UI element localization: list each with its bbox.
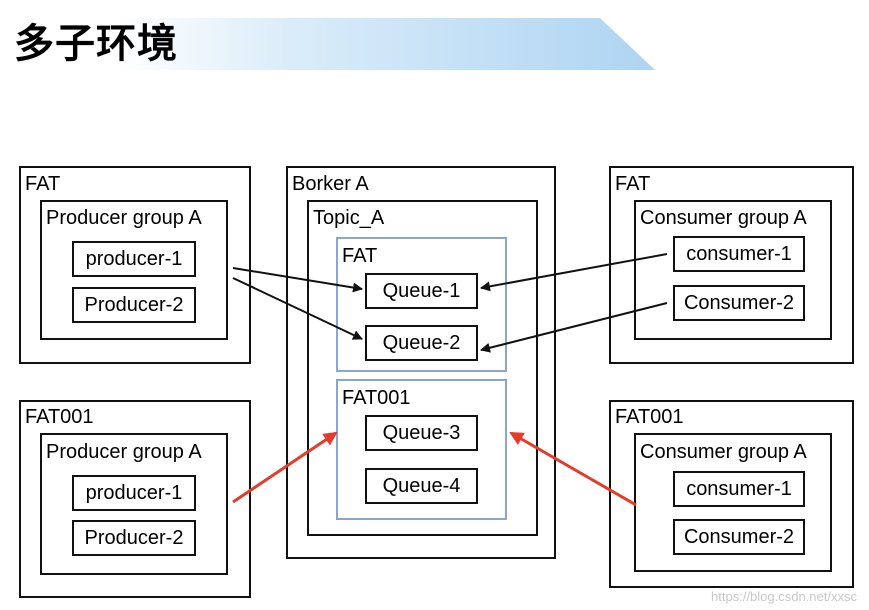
arrow-consumer-fat001-to-segment (509, 431, 637, 507)
consumer-env-fat001 (609, 400, 854, 588)
producer-1-fat: producer-1 (72, 241, 196, 277)
producer-group-fat001-label: Producer group A (46, 441, 202, 463)
consumer-env-fat-label: FAT (615, 173, 651, 195)
queue-1: Queue-1 (365, 273, 478, 309)
arrow-consumer-1-to-queue-1 (480, 253, 668, 292)
producer-env-fat001 (19, 400, 251, 598)
queue-2: Queue-2 (365, 325, 478, 361)
consumer-2-fat001: Consumer-2 (673, 519, 805, 555)
consumer-env-fat001-label: FAT001 (615, 406, 684, 428)
title-banner (0, 18, 655, 70)
page-title: 多子环境 (14, 21, 178, 67)
consumer-group-fat001-label: Consumer group A (640, 441, 807, 463)
consumer-group-fat001 (634, 433, 832, 572)
broker-box (286, 166, 556, 559)
producer-env-fat-label: FAT (25, 173, 61, 195)
producer-group-fat-label: Producer group A (46, 207, 202, 229)
watermark: https://blog.csdn.net/xxsc (711, 589, 857, 604)
producer-group-fat001 (40, 433, 228, 575)
consumer-2-fat: Consumer-2 (673, 285, 805, 321)
topic-label: Topic_A (313, 207, 385, 229)
producer-2-fat001: Producer-2 (72, 520, 196, 556)
queue-4: Queue-4 (365, 468, 478, 504)
producer-1-fat001: producer-1 (72, 475, 196, 511)
broker-segment-fat (336, 237, 507, 372)
broker-segment-fat-label: FAT (342, 245, 378, 267)
consumer-group-fat-label: Consumer group A (640, 207, 807, 229)
broker-label: Borker A (292, 173, 369, 195)
arrow-consumer-2-to-queue-2 (480, 302, 668, 353)
arrow-producer-fat001-to-segment (232, 431, 338, 504)
broker-segment-fat001-label: FAT001 (342, 387, 411, 409)
consumer-group-fat (634, 200, 832, 340)
consumer-1-fat001: consumer-1 (673, 471, 805, 507)
topic-box (307, 200, 538, 536)
arrow-producer-to-queue-2 (232, 277, 363, 340)
producer-env-fat001-label: FAT001 (25, 406, 94, 428)
producer-2-fat: Producer-2 (72, 287, 196, 323)
producer-env-fat (19, 166, 251, 364)
producer-group-fat (40, 200, 228, 340)
consumer-1-fat: consumer-1 (673, 236, 805, 272)
queue-3: Queue-3 (365, 415, 478, 451)
arrow-producer-to-queue-1 (232, 267, 363, 293)
broker-segment-fat001 (336, 379, 507, 520)
